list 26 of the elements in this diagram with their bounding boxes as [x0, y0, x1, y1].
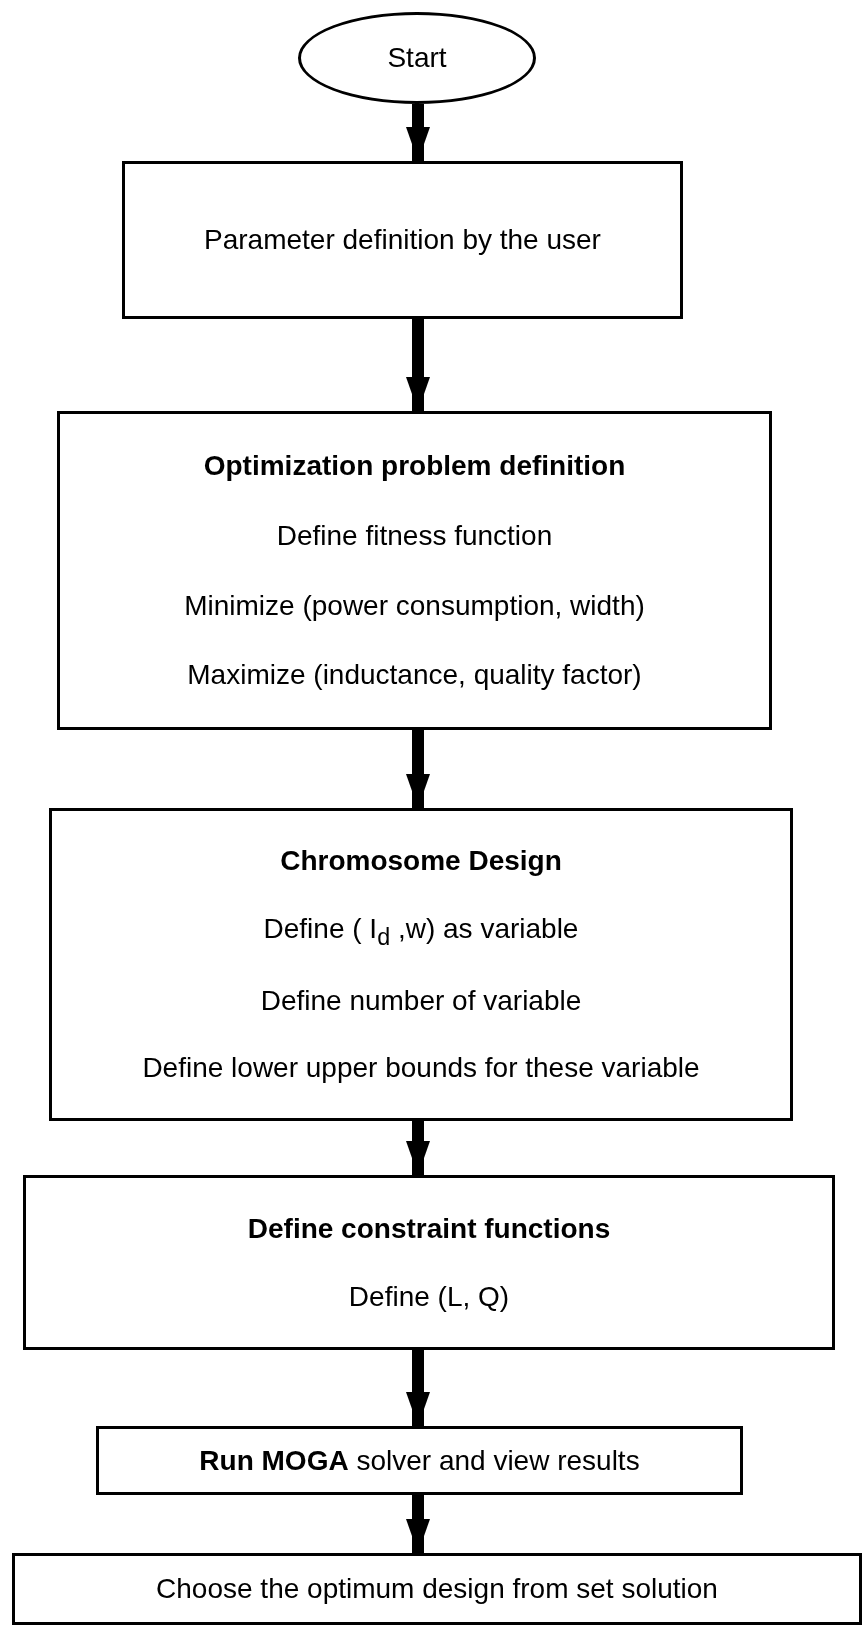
- process-box: [96, 1426, 743, 1495]
- arrow: [406, 1121, 430, 1175]
- box-text: Define (L, Q): [348, 1279, 510, 1314]
- box-heading: Define constraint functions: [247, 1211, 611, 1246]
- process-box: [57, 411, 772, 730]
- process-box: [23, 1175, 835, 1350]
- box-text: Choose the optimum design from set solution: [156, 1572, 718, 1607]
- arrow: [406, 1350, 430, 1426]
- arrow: [406, 104, 430, 161]
- box-text: Define fitness function: [276, 518, 553, 553]
- arrow: [406, 1495, 430, 1553]
- box-text: Minimize (power consumption, width): [184, 588, 645, 623]
- box-text: Start: [387, 41, 447, 76]
- box-text: Run MOGA solver and view results: [199, 1443, 640, 1478]
- box-text: Define ( I$_{d}$ ,w) as variable: [263, 911, 579, 952]
- box-text: Maximize (inductance, quality factor): [187, 658, 642, 693]
- box-heading: Chromosome Design: [280, 844, 562, 879]
- process-box: [122, 161, 683, 319]
- box-text: Define number of variable: [260, 983, 582, 1018]
- arrow: [406, 319, 430, 411]
- arrow: [406, 730, 430, 808]
- box-text: Define lower upper bounds for these variable: [142, 1051, 700, 1086]
- box-text: Parameter definition by the user: [204, 223, 601, 258]
- process-box: [12, 1553, 862, 1625]
- process-box: [49, 808, 793, 1121]
- box-heading: Optimization problem definition: [203, 449, 626, 484]
